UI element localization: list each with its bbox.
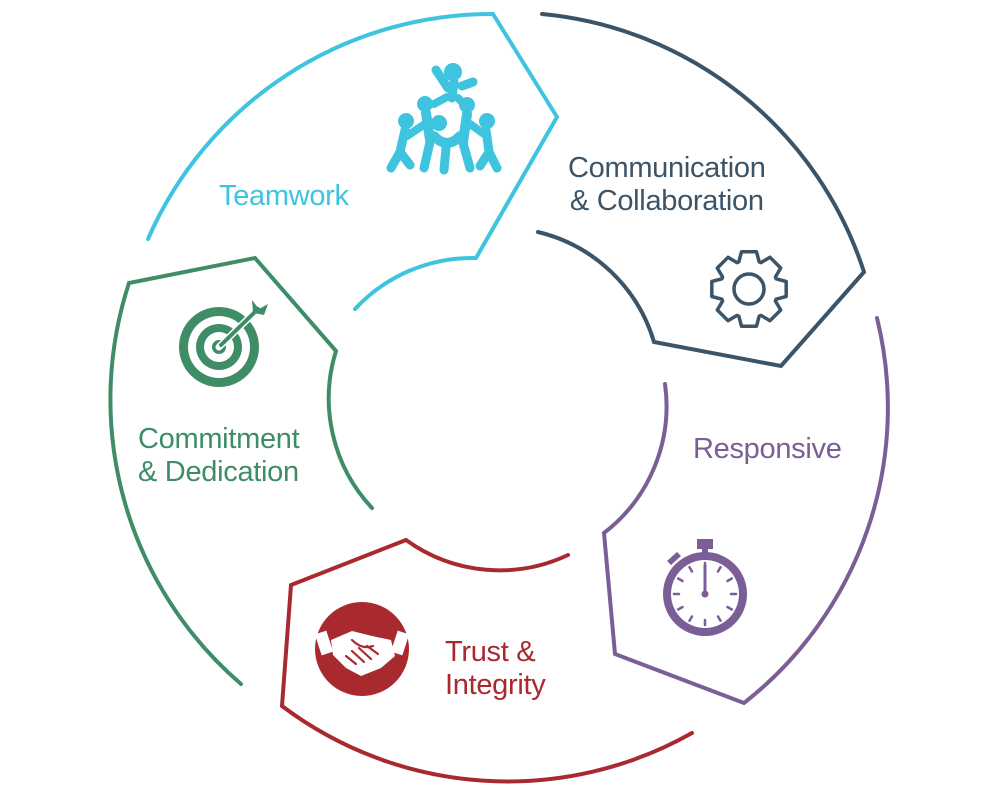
commitment-label-line: Commitment <box>138 423 300 455</box>
communication-segment-outline <box>536 12 867 369</box>
commitment-segment-outline <box>108 255 374 686</box>
stopwatch-tick <box>688 615 694 623</box>
teamwork-segment-outline <box>146 11 560 311</box>
stopwatch-icon <box>663 539 747 636</box>
trust-label: Trust &Integrity <box>445 636 546 702</box>
target-icon <box>179 300 268 387</box>
team-pyramid-icon <box>386 63 502 175</box>
stopwatch-tick <box>676 605 684 611</box>
stopwatch-tick <box>688 565 694 573</box>
stopwatch-tick <box>676 577 684 583</box>
responsive-label: Responsive <box>693 433 842 466</box>
responsive-segment-outline <box>601 316 890 706</box>
handshake-icon <box>314 602 410 696</box>
communication-label-line: & Collaboration <box>569 185 764 217</box>
stopwatch-tick <box>716 565 722 573</box>
gear-icon <box>710 250 788 328</box>
stopwatch-tick <box>726 605 734 611</box>
commitment-label-line: & Dedication <box>138 456 299 488</box>
trust-label-line: Integrity <box>445 669 546 701</box>
communication-label: Communication& Collaboration <box>568 152 766 218</box>
teamwork-label-line: Teamwork <box>219 180 349 212</box>
communication-label-line: Communication <box>568 152 766 184</box>
stopwatch-tick <box>726 577 734 583</box>
commitment-label: Commitment& Dedication <box>138 423 300 489</box>
trust-label-line: Trust & <box>445 636 536 668</box>
responsive-label-line: Responsive <box>693 433 842 465</box>
stopwatch-tick <box>716 615 722 623</box>
teamwork-label: Teamwork <box>219 180 349 213</box>
trust-segment-outline <box>279 537 694 784</box>
